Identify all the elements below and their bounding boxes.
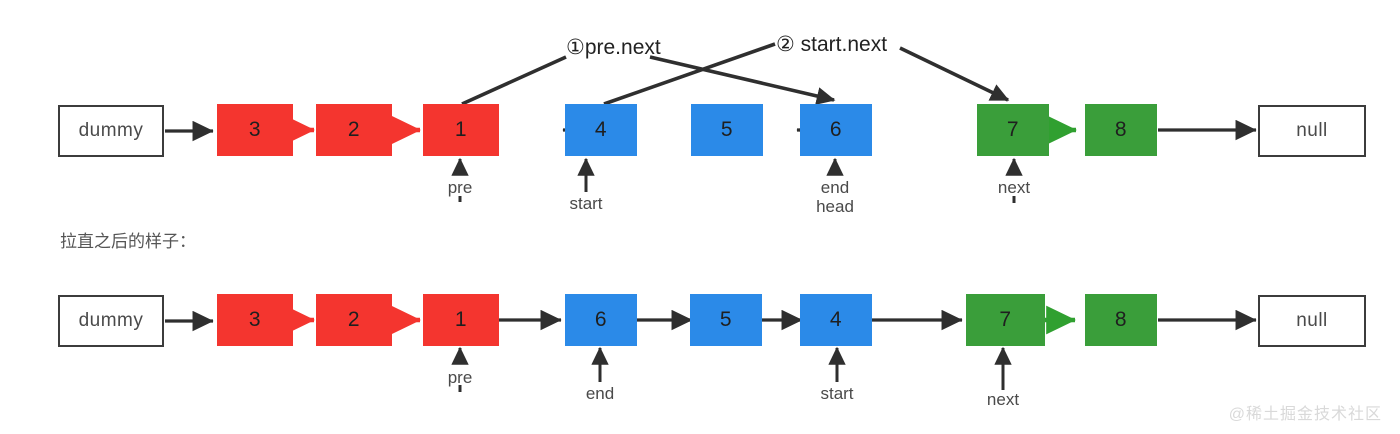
circled-one-marker: ① <box>566 36 585 59</box>
pointer-label-end: end <box>820 178 850 197</box>
section-caption: 拉直之后的样子： <box>60 232 196 251</box>
node-7-bottom: 7 <box>966 294 1045 346</box>
node-null-top: null <box>1258 105 1366 157</box>
pointer-label-next-top: next <box>997 178 1031 197</box>
pointer-label-start-top: start <box>569 194 603 213</box>
node-5-bottom: 5 <box>690 294 762 346</box>
node-3-top: 3 <box>217 104 293 156</box>
pointer-label-end-bottom: end <box>585 384 615 403</box>
node-4-top: 4 <box>565 104 637 156</box>
top-row-pointer-arrows <box>451 157 1023 203</box>
op-label-pre-next: ①pre.next <box>566 36 661 60</box>
bottom-row-pointer-arrows <box>451 346 1012 392</box>
pointer-label-end-head-top: end head <box>816 178 854 216</box>
op-text-pre-next: pre.next <box>584 36 661 59</box>
bottom-row-links <box>165 305 1257 335</box>
node-6-top: 6 <box>800 104 872 156</box>
op-text-start-next: start.next <box>800 33 888 56</box>
node-8-bottom: 8 <box>1085 294 1157 346</box>
pointer-label-pre-top: pre <box>447 178 473 197</box>
node-2-top: 2 <box>316 104 392 156</box>
pointer-label-pre-bottom: pre <box>447 368 473 387</box>
node-1-top: 1 <box>423 104 499 156</box>
pointer-label-start-bottom: start <box>820 384 854 403</box>
node-null-bottom: null <box>1258 295 1366 347</box>
node-dummy-bottom: dummy <box>58 295 164 347</box>
node-2-bottom: 2 <box>316 294 392 346</box>
node-7-top: 7 <box>977 104 1049 156</box>
op-label-start-next: ② start.next <box>776 33 887 57</box>
node-3-bottom: 3 <box>217 294 293 346</box>
pointer-label-next-bottom: next <box>986 390 1020 409</box>
circled-two-marker: ② <box>776 33 795 56</box>
node-8-top: 8 <box>1085 104 1157 156</box>
node-4-bottom: 4 <box>800 294 872 346</box>
watermark: @稀土掘金技术社区 <box>1228 406 1382 423</box>
operation-connectors <box>461 42 1010 106</box>
node-dummy-top: dummy <box>58 105 164 157</box>
node-6-bottom: 6 <box>565 294 637 346</box>
node-5-top: 5 <box>691 104 763 156</box>
pointer-label-head: head <box>816 197 854 216</box>
node-1-bottom: 1 <box>423 294 499 346</box>
